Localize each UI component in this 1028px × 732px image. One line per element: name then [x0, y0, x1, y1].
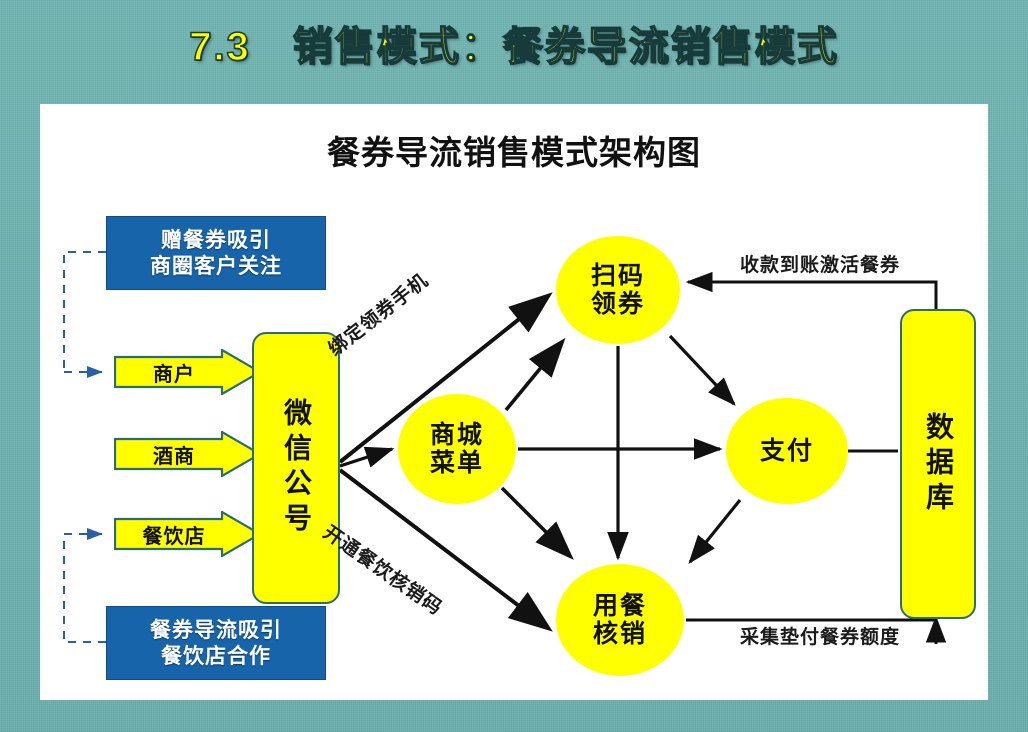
edge-label-collect-quota: 采集垫付餐券额度	[740, 626, 901, 648]
callout-attract-customers: 赠餐券吸引 商圈客户关注	[106, 216, 326, 290]
callout-line-1: 餐券导流吸引	[150, 617, 282, 643]
source-label: 餐饮店	[142, 523, 206, 548]
node-label-line-2: 菜单	[429, 448, 484, 477]
callout-line-2: 餐饮店合作	[161, 643, 271, 668]
callout-line-2: 商圈客户关注	[150, 253, 282, 278]
node-wechat-official-account: 微信公号	[252, 332, 340, 604]
node-label-line-1: 扫码	[590, 261, 645, 290]
source-restaurant: 餐饮店	[114, 511, 262, 557]
node-payment: 支付	[726, 398, 848, 504]
edge-label-activate-coupon: 收款到账激活餐券	[740, 254, 901, 276]
callout-attract-restaurants: 餐券导流吸引 餐饮店合作	[106, 606, 326, 680]
source-merchant: 商户	[114, 349, 262, 395]
node-label: 数据库	[922, 411, 955, 517]
node-label-line-1: 支付	[759, 436, 814, 465]
node-label-line-1: 商城	[429, 420, 484, 449]
node-dining-redemption: 用餐 核销	[556, 564, 684, 676]
source-label: 商户	[153, 361, 195, 386]
diagram-canvas: 餐券导流销售模式架构图	[40, 104, 988, 700]
arrow-shape	[114, 349, 262, 395]
node-label-line-2: 领券	[590, 289, 645, 318]
arrow-shape	[114, 431, 262, 477]
arrow-shape	[114, 511, 262, 557]
slide-title: 7.3 销售模式：餐券导流销售模式	[188, 24, 839, 70]
node-scan-get-coupon: 扫码 领券	[556, 236, 680, 344]
node-database: 数据库	[900, 309, 976, 619]
node-label: 微信公号	[280, 398, 313, 538]
callout-line-1: 赠餐券吸引	[161, 227, 271, 253]
source-label: 酒商	[153, 443, 195, 468]
source-liquor-dealer: 酒商	[114, 431, 262, 477]
node-label-line-2: 核销	[592, 619, 647, 648]
diagram-title: 餐券导流销售模式架构图	[327, 133, 701, 172]
node-mall-menu: 商城 菜单	[398, 394, 516, 504]
node-label-line-1: 用餐	[592, 591, 647, 620]
